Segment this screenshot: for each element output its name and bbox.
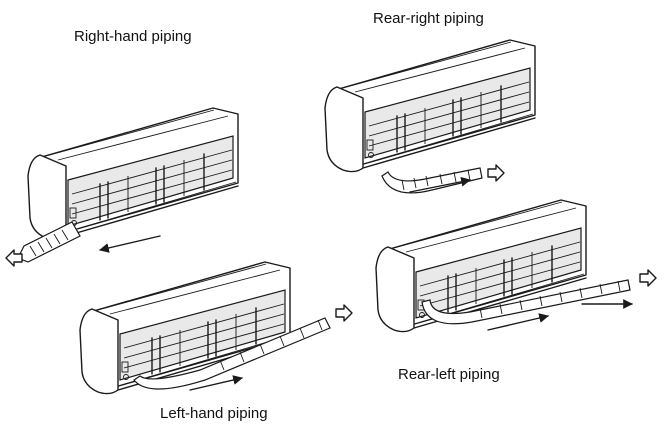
unit-rear-right (324, 39, 536, 173)
pipe-rear-right (381, 167, 483, 194)
label-right-hand-piping: Right-hand piping (74, 28, 192, 45)
direction-arrow-right-icon (639, 269, 657, 287)
pipe-rear-left (421, 279, 631, 325)
flow-arrow (409, 176, 471, 193)
flow-arrow (189, 375, 243, 391)
unit-right-hand (27, 107, 239, 241)
pipe-left-hand (133, 317, 331, 390)
direction-arrow-right-icon (487, 164, 505, 182)
pipe-right-hand (17, 221, 81, 263)
direction-arrow-right-icon (335, 304, 353, 322)
direction-arrow-left-icon (5, 249, 23, 267)
label-rear-right-piping: Rear-right piping (373, 10, 484, 27)
flow-arrow (487, 313, 549, 331)
label-rear-left-piping: Rear-left piping (398, 366, 500, 383)
flow-arrow (99, 235, 161, 253)
label-left-hand-piping: Left-hand piping (160, 405, 268, 422)
